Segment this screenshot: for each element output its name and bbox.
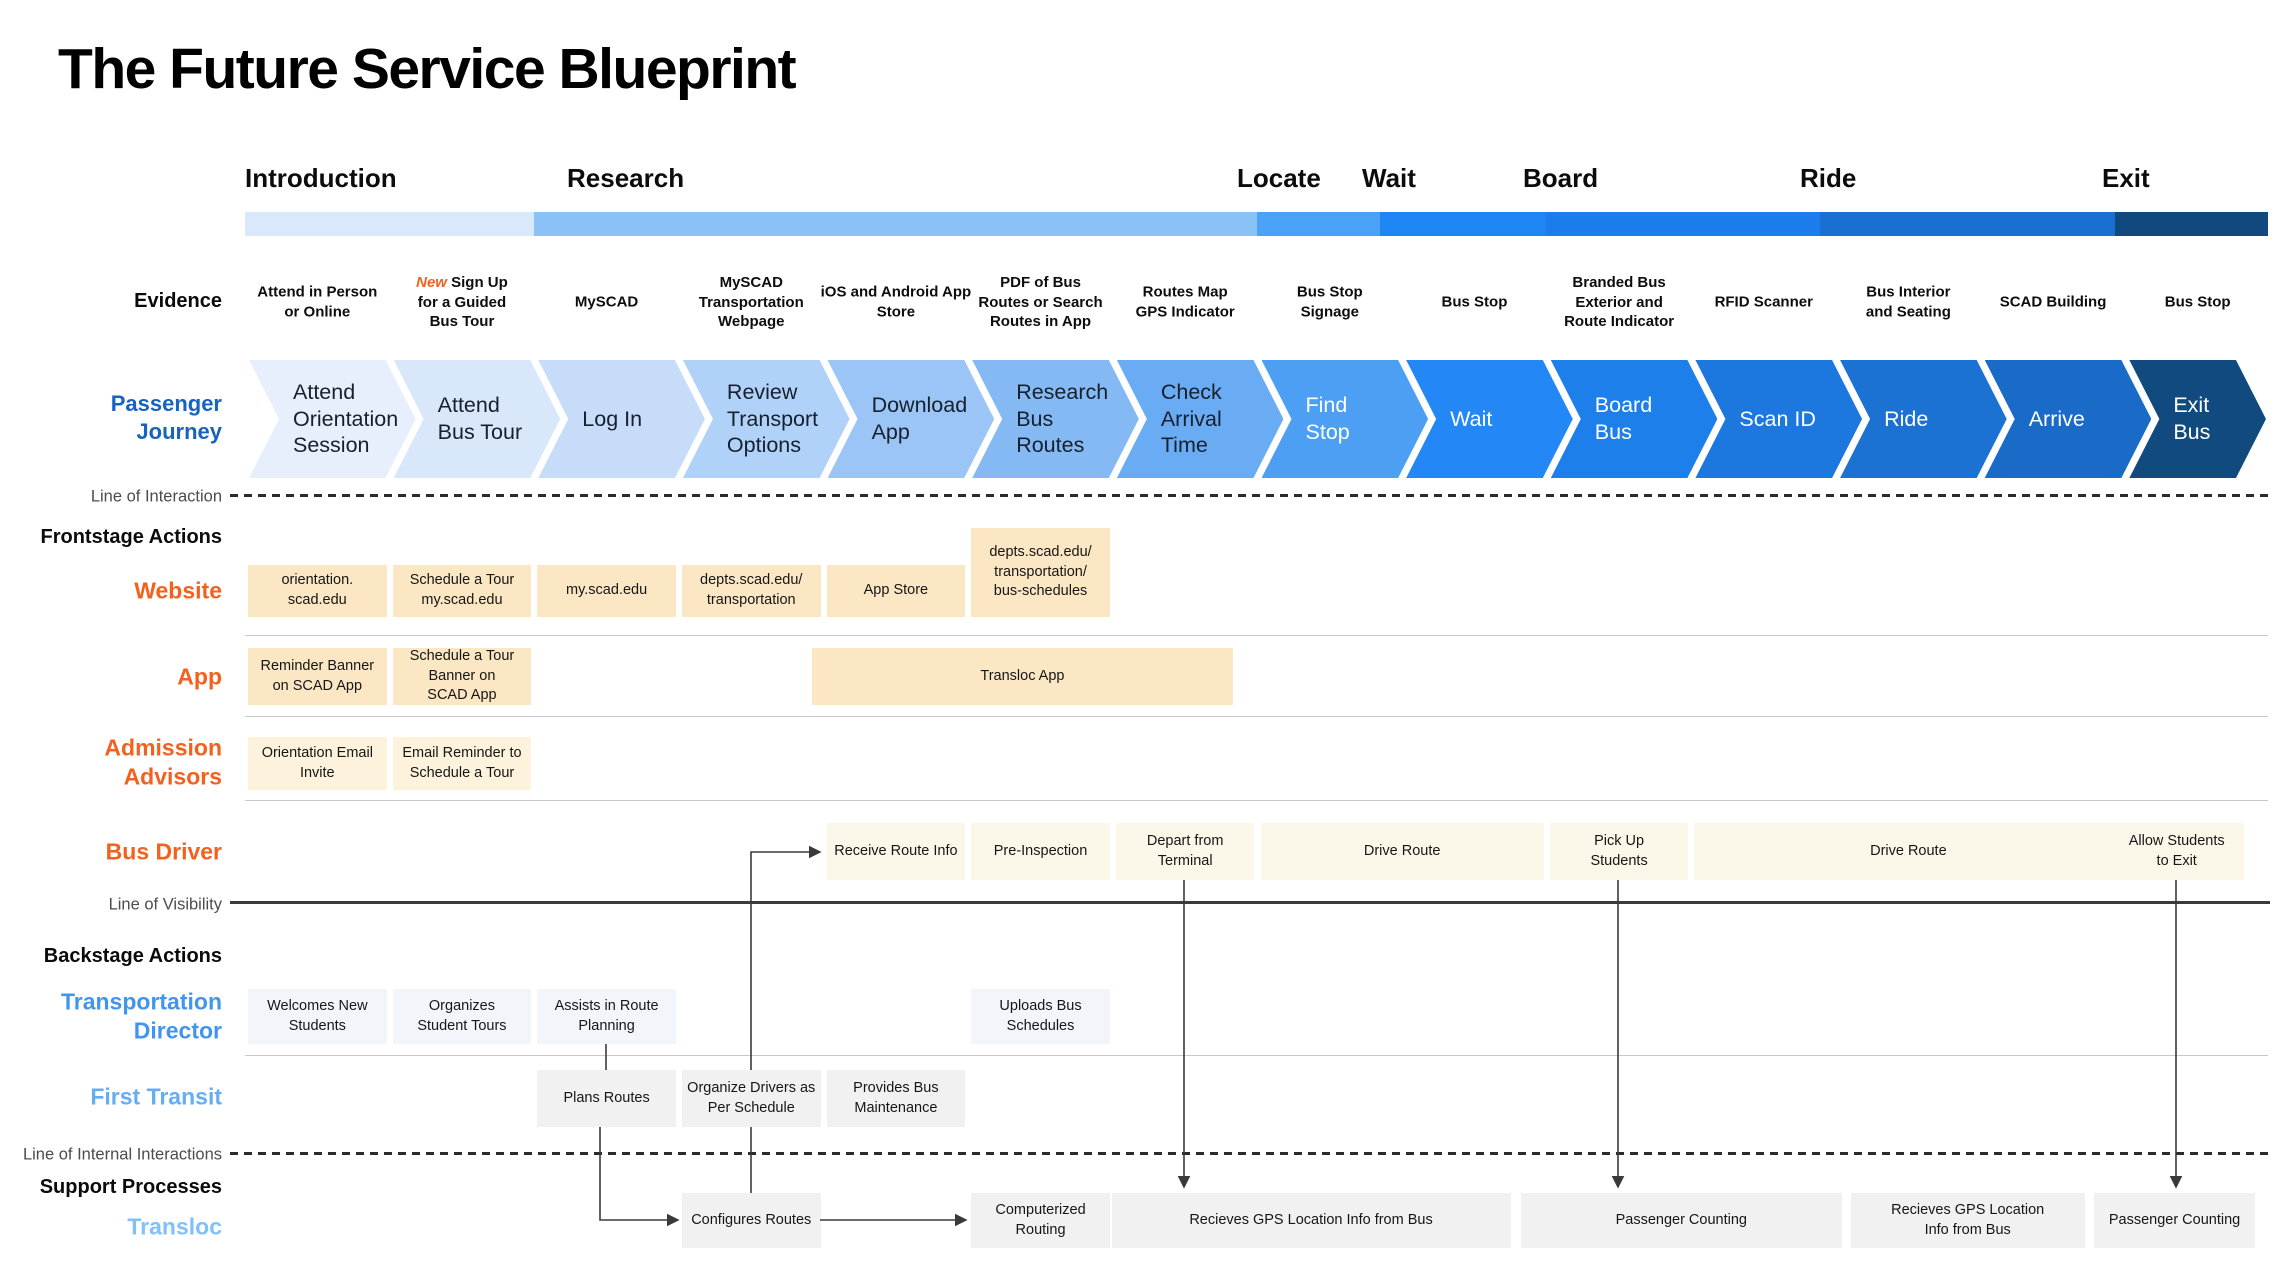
- bus-driver-action-box: Allow Students to Exit: [2109, 823, 2244, 880]
- app-action-box: Schedule a Tour Banner on SCAD App: [392, 648, 532, 705]
- website-row-label: Website: [134, 577, 222, 604]
- website-action-box: Schedule a Tour my.scad.edu: [392, 565, 532, 617]
- transportation-director-action-box: Assists in Route Planning: [537, 989, 676, 1044]
- transloc-action-box: Passenger Counting: [2093, 1193, 2256, 1248]
- phase-label: Locate: [1237, 163, 1321, 193]
- website-action-box: App Store: [826, 565, 966, 617]
- frontstage-actions-label: Frontstage Actions: [40, 526, 223, 549]
- evidence-item: Branded Bus Exterior and Route Indicator: [1564, 273, 1675, 330]
- phase-label: Research: [567, 163, 685, 193]
- journey-step: Attend Orientation Session: [249, 360, 416, 478]
- row-divider: [245, 1055, 2268, 1056]
- evidence-item: Bus Stop: [2164, 293, 2231, 311]
- page-title: The Future Service Blueprint: [58, 37, 797, 101]
- phase-bar-segment: [1546, 212, 1820, 236]
- bus-driver-action-box: Receive Route Info: [826, 823, 966, 880]
- advisors-action-box: Orientation Email Invite: [248, 737, 387, 790]
- phase-bar-segment: [245, 212, 534, 236]
- first-transit-action-box: Plans Routes: [537, 1070, 676, 1127]
- website-action-box: orientation. scad.edu: [248, 565, 387, 617]
- phase-bar-segment: [1820, 212, 2115, 236]
- row-divider: [245, 716, 2268, 717]
- row-divider: [245, 635, 2268, 636]
- journey-step: Exit Bus: [2129, 360, 2266, 478]
- first-transit-action-box: Organize Drivers as Per Schedule: [681, 1070, 821, 1127]
- bus-driver-row-label: Bus Driver: [105, 838, 222, 865]
- line-of-visibility: [230, 901, 2270, 904]
- support-processes-label: Support Processes: [39, 1176, 222, 1199]
- transloc-action-box: Configures Routes: [681, 1193, 821, 1248]
- evidence-item: PDF of Bus Routes or Search Routes in Ap…: [978, 273, 1103, 330]
- transportation-director-action-box: Uploads Bus Schedules: [971, 989, 1110, 1044]
- phase-label: Introduction: [245, 163, 397, 193]
- journey-step: Attend Bus Tour: [394, 360, 561, 478]
- journey-step: Board Bus: [1551, 360, 1718, 478]
- phase-bar-segment: [1257, 212, 1380, 236]
- evidence-item: RFID Scanner: [1714, 293, 1813, 311]
- evidence-item: New Sign Up for a Guided Bus Tour: [416, 273, 508, 330]
- phase-bar-segment: [1380, 212, 1546, 236]
- passenger-journey-label: Passenger Journey: [110, 390, 222, 444]
- connector-line: [599, 1127, 680, 1227]
- backstage-actions-label: Backstage Actions: [43, 945, 222, 968]
- bus-driver-action-box: Depart from Terminal: [1115, 823, 1255, 880]
- journey-step: Find Stop: [1262, 360, 1429, 478]
- bus-driver-action-box: Drive Route: [1260, 823, 1544, 880]
- line-of-internal-interactions: [230, 1152, 2270, 1155]
- evidence-item: Bus Stop: [1441, 293, 1508, 311]
- journey-step: Wait: [1406, 360, 1573, 478]
- website-action-box: my.scad.edu: [537, 565, 676, 617]
- phase-bar-segment: [534, 212, 1257, 236]
- evidence-row-label: Evidence: [134, 290, 222, 313]
- transloc-action-box: Recieves GPS Location Info from Bus: [1111, 1193, 1511, 1248]
- evidence-item: Bus Stop Signage: [1296, 283, 1363, 321]
- phase-bar-segment: [2115, 212, 2268, 236]
- transportation-director-row-label: Transportation Director: [60, 988, 222, 1044]
- evidence-item: MySCAD Transportation Webpage: [698, 273, 804, 330]
- evidence-item: iOS and Android App Store: [820, 283, 972, 321]
- bus-driver-action-box: Drive Route: [1694, 823, 2123, 880]
- app-row-label: App: [177, 663, 222, 690]
- first-transit-row-label: First Transit: [90, 1083, 222, 1110]
- evidence-item: Bus Interior and Seating: [1865, 283, 1951, 321]
- journey-step: Check Arrival Time: [1117, 360, 1284, 478]
- evidence-item: MySCAD: [574, 293, 639, 311]
- transloc-action-box: Recieves GPS Location Info from Bus: [1850, 1193, 2085, 1248]
- journey-step: Arrive: [1985, 360, 2152, 478]
- journey-step: Log In: [538, 360, 705, 478]
- website-action-box: depts.scad.edu/ transportation/ bus-sche…: [971, 528, 1110, 617]
- line-of-interaction: [230, 494, 2270, 497]
- journey-step: Review Transport Options: [683, 360, 850, 478]
- phase-label: Wait: [1362, 163, 1416, 193]
- app-action-box: Transloc App: [812, 648, 1233, 705]
- line-of-interaction-label: Line of Interaction: [90, 487, 222, 506]
- phase-label: Ride: [1800, 163, 1857, 193]
- new-highlight: New: [416, 273, 452, 291]
- evidence-item: Attend in Person or Online: [257, 283, 378, 321]
- bus-driver-action-box: Pre-Inspection: [971, 823, 1110, 880]
- line-of-internal-interactions-label: Line of Internal Interactions: [22, 1145, 222, 1164]
- transportation-director-action-box: Organizes Student Tours: [392, 989, 532, 1044]
- journey-step: Scan ID: [1695, 360, 1862, 478]
- journey-step: Research Bus Routes: [972, 360, 1139, 478]
- transloc-row-label: Transloc: [127, 1213, 222, 1240]
- bus-driver-action-box: Pick Up Students: [1549, 823, 1689, 880]
- transloc-action-box: Computerized Routing: [971, 1193, 1110, 1248]
- website-action-box: depts.scad.edu/ transportation: [681, 565, 821, 617]
- first-transit-action-box: Provides Bus Maintenance: [826, 1070, 966, 1127]
- transloc-action-box: Passenger Counting: [1520, 1193, 1842, 1248]
- row-divider: [245, 800, 2268, 801]
- journey-step: Download App: [828, 360, 995, 478]
- transportation-director-action-box: Welcomes New Students: [248, 989, 387, 1044]
- phase-label: Board: [1523, 163, 1599, 193]
- journey-step: Ride: [1840, 360, 2007, 478]
- line-of-visibility-label: Line of Visibility: [108, 895, 222, 914]
- connector-line: [750, 845, 822, 1070]
- advisors-action-box: Email Reminder to Schedule a Tour: [392, 737, 532, 790]
- admission-advisors-row-label: Admission Advisors: [104, 734, 222, 790]
- evidence-item: SCAD Building: [1999, 293, 2107, 311]
- app-action-box: Reminder Banner on SCAD App: [248, 648, 387, 705]
- phase-label: Exit: [2102, 163, 2150, 193]
- evidence-item: Routes Map GPS Indicator: [1135, 283, 1235, 321]
